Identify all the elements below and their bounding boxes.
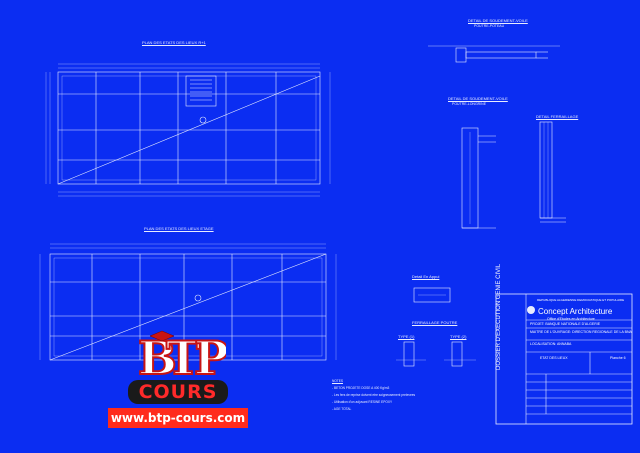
detail-2-subtitle: POUTRE-LONGRINE — [452, 102, 487, 106]
website-link[interactable]: www.btp-cours.com — [108, 408, 248, 428]
svg-text:P: P — [194, 331, 226, 380]
title-block-ouvrage: MAITRE DE L'OUVRAGE: DIRECTION REGIONALE… — [530, 330, 632, 334]
btp-letters-logo: B T P — [137, 330, 226, 380]
detail-6-title: TYPE (1) — [398, 334, 415, 339]
title-block-firm: Concept Architecture — [538, 307, 613, 316]
upper-plan-outline — [57, 71, 321, 185]
detail-2-title: DETAIL DE SOUDEMENT-VOILE — [448, 96, 508, 101]
btp-cours-logo: B T P COURS www.btp-cours.com — [108, 330, 248, 440]
lower-plan-outline — [49, 253, 327, 361]
title-block-location: LOCALISATION: ANNABA — [530, 342, 572, 346]
cours-badge: COURS — [128, 380, 228, 404]
lower-plan-title: PLAN DES ETATS DES LIEUX ETAGE — [144, 226, 214, 231]
notes-heading: NOTES — [332, 379, 343, 383]
title-block-company: REPUBLIQUE ALGERIENNE DEMOCRATIQUE ET PO… — [537, 298, 625, 302]
detail-5-title: FERRAILLAGE POUTRE — [412, 320, 458, 325]
title-block-sheet: ETAT DES LIEUX — [540, 356, 568, 360]
notes-line: - Les fers de reprise doivent etre soign… — [332, 393, 416, 397]
title-block-vertical-label: DOSSIER D'EXECUTION GENIE CIVIL — [496, 263, 502, 370]
svg-text:B: B — [138, 331, 177, 380]
notes-line: - AGE TOTAL — [332, 407, 352, 411]
cours-label: COURS — [138, 381, 218, 403]
detail-1-subtitle: POUTRE-POTEAU — [474, 24, 505, 28]
detail-3-title: DETAIL FERRAILLAGE — [536, 114, 579, 119]
title-block-project: PROJET: BANQUE NATIONALE D'ALGERIE — [530, 322, 601, 326]
firm-logo-icon — [527, 306, 535, 314]
notes-line: - BETON PROJETE DOSE A 400 Kg/m3 — [332, 386, 390, 390]
title-block-firm-sub: Office d'Etudes en Architecture — [547, 317, 595, 321]
notes-line: - Utilisation d'un adjuvant RESINE EPOXY — [332, 400, 393, 404]
title-block-ref: Planche 6 — [610, 356, 626, 360]
upper-plan-title: PLAN DES ETATS DES LIEUX R+1 — [142, 40, 206, 45]
detail-1-title: DETAIL DE SOUDEMENT-VOILE — [468, 18, 528, 23]
detail-4-title: Detail En Appui — [412, 274, 440, 279]
general-notes: NOTES - BETON PROJETE DOSE A 400 Kg/m3 -… — [332, 378, 415, 413]
website-url: www.btp-cours.com — [110, 411, 246, 425]
detail-7-title: TYPE (2) — [450, 334, 467, 339]
svg-text:T: T — [166, 331, 200, 380]
